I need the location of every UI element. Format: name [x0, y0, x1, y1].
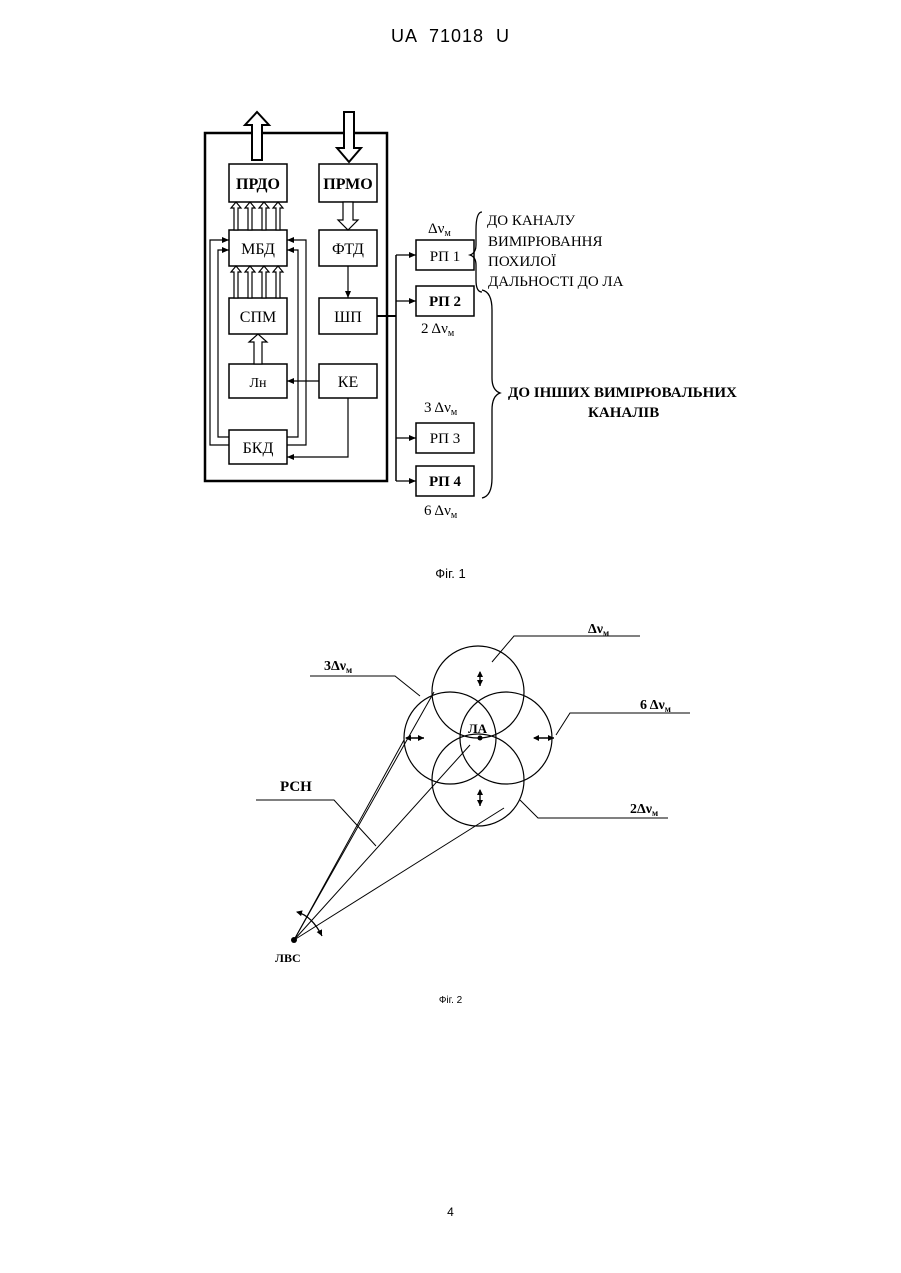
svg-text:6 Δνм: 6 Δνм	[640, 698, 671, 714]
page-number: 4	[0, 1205, 901, 1219]
svg-text:Δνм: Δνм	[588, 622, 609, 638]
fig2-labels: Δνм 3Δνм 6 Δνм 2Δνм ЛА РСН ЛВС	[275, 622, 671, 965]
leader-lines	[256, 636, 690, 846]
svg-text:ЛА: ЛА	[468, 721, 488, 736]
svg-text:2Δνм: 2Δνм	[630, 802, 658, 818]
station-point	[291, 937, 297, 943]
figure-2-caption: Фіг. 2	[0, 995, 901, 1006]
svg-text:РСН: РСН	[280, 779, 312, 795]
aircraft-point	[478, 736, 483, 741]
beam-circles	[404, 646, 552, 826]
svg-text:3Δνм: 3Δνм	[324, 659, 352, 675]
svg-text:ЛВС: ЛВС	[275, 951, 301, 965]
